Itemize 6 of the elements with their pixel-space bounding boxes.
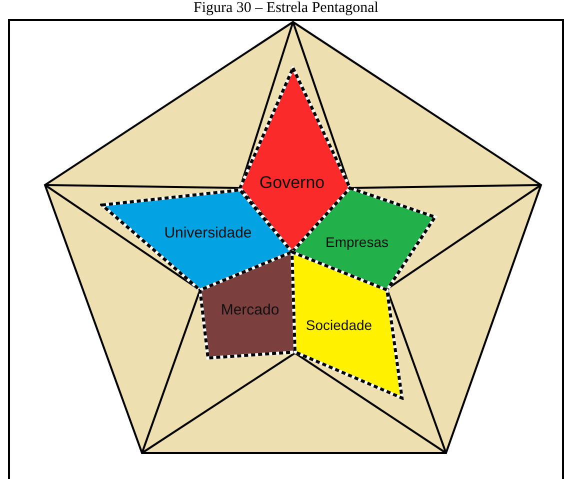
segment-label: Empresas bbox=[325, 234, 389, 250]
segment-label: Universidade bbox=[164, 224, 252, 242]
segment-label: Governo bbox=[259, 173, 325, 193]
segment-label: Mercado bbox=[220, 302, 280, 318]
figure-title: Figura 30 – Estrela Pentagonal bbox=[192, 0, 380, 17]
segment-label: Sociedade bbox=[306, 317, 372, 333]
